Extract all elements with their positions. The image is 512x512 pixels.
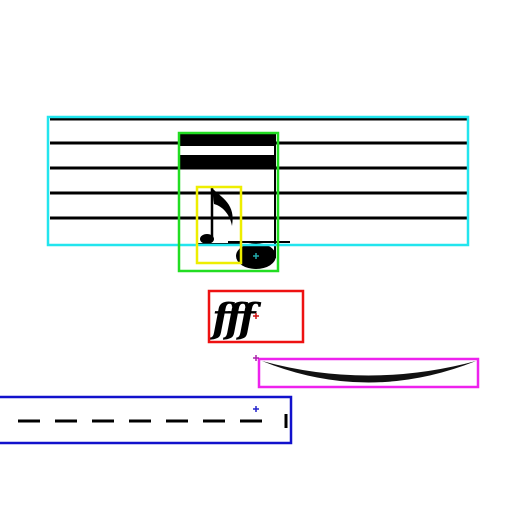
dashed-line (18, 414, 288, 428)
staff (50, 117, 468, 220)
beam-lower (180, 155, 276, 167)
beamed-note-bounding-box (177, 131, 280, 273)
beamed-note (180, 134, 290, 269)
slur-anchor-marker (253, 355, 259, 361)
dashed-anchor-marker (253, 406, 259, 412)
dynamic-bounding-box (207, 289, 305, 344)
beam-upper (180, 134, 276, 146)
dashed-line-bounding-box (0, 395, 293, 445)
staff-bounding-box (46, 115, 470, 247)
grace-notehead (200, 234, 214, 244)
dynamic-marking: fff (209, 295, 261, 342)
slur (262, 361, 476, 383)
grace-note (198, 188, 240, 245)
grace-note-flag (212, 188, 233, 226)
dynamic-anchor-marker (253, 313, 259, 319)
note-anchor-marker (253, 253, 259, 259)
slur-bounding-box (257, 357, 480, 389)
grace-note-bounding-box (195, 185, 243, 265)
